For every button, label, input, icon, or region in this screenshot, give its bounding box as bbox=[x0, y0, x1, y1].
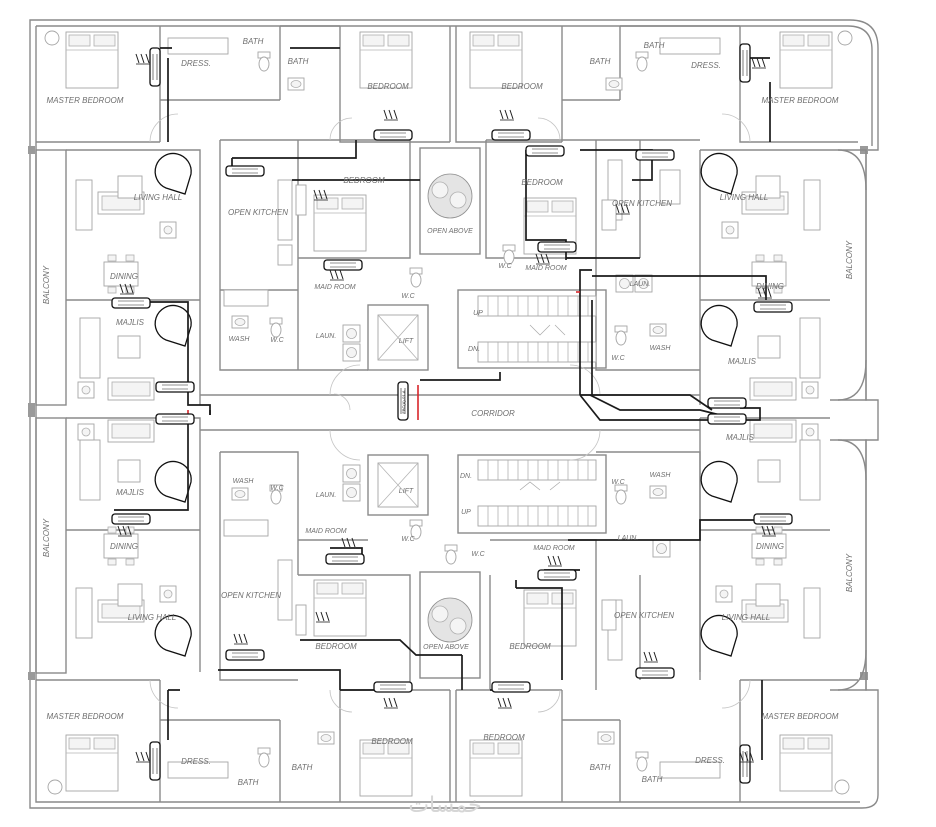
label-bedroom-4: BEDROOM bbox=[521, 178, 563, 187]
label-maid-room-br: MAID ROOM bbox=[533, 545, 574, 552]
label-maid-room-tr: MAID ROOM bbox=[525, 265, 566, 272]
laundry-machines bbox=[342, 274, 671, 558]
label-living-hall-tl: LIVING HALL bbox=[134, 193, 182, 202]
label-wash-1: WASH bbox=[229, 336, 251, 343]
label-open-kitchen-bl: OPEN KITCHEN bbox=[221, 591, 281, 600]
label-laun-1: LAUN. bbox=[316, 333, 337, 340]
label-corridor: CORRIDOR bbox=[471, 409, 515, 418]
label-balcony-tl: BALCONY bbox=[42, 265, 51, 304]
label-dn-1: DN. bbox=[468, 346, 480, 353]
label-bath-6: BATH bbox=[238, 778, 259, 787]
label-open-above-1: OPEN ABOVE bbox=[427, 228, 473, 235]
distribution-panels bbox=[111, 43, 793, 784]
kitchen-counters bbox=[223, 159, 681, 661]
label-lift-1: LIFT bbox=[399, 338, 414, 345]
label-wash-3: WASH bbox=[233, 478, 255, 485]
label-dress-tr: DRESS. bbox=[691, 61, 721, 70]
label-balcony-tr: BALCONY bbox=[845, 240, 854, 279]
cable-routes bbox=[114, 47, 771, 760]
label-maid-room-tl: MAID ROOM bbox=[314, 284, 355, 291]
label-open-above-2: OPEN ABOVE bbox=[423, 644, 469, 651]
label-dining-br: DINING bbox=[756, 542, 784, 551]
label-bedroom-8: BEDROOM bbox=[483, 733, 525, 742]
label-dining-tr: DINING bbox=[756, 282, 784, 291]
label-bedroom-3: BEDROOM bbox=[343, 176, 385, 185]
staircase-lower bbox=[477, 459, 597, 527]
label-open-kitchen-br: OPEN KITCHEN bbox=[614, 611, 674, 620]
label-living-hall-tr: LIVING HALL bbox=[720, 193, 768, 202]
label-dining-bl: DINING bbox=[110, 542, 138, 551]
label-dress-bl: DRESS. bbox=[181, 757, 211, 766]
label-maid-room-bl: MAID ROOM bbox=[305, 528, 346, 535]
staircase-upper bbox=[477, 295, 597, 363]
label-open-kitchen-tr: OPEN KITCHEN bbox=[612, 199, 672, 208]
label-majlis-br: MAJLIS bbox=[726, 433, 755, 442]
label-wash-2: WASH bbox=[650, 345, 672, 352]
label-wc-4: W.C bbox=[611, 355, 625, 362]
label-bath-3: BATH bbox=[590, 57, 611, 66]
label-wc-8: W.C bbox=[611, 479, 625, 486]
exterior-walls bbox=[28, 19, 879, 809]
label-laun-2: LAUN. bbox=[630, 281, 651, 288]
label-bath-5: BATH bbox=[292, 763, 313, 772]
column-markers bbox=[44, 30, 853, 795]
label-wc-3: W.C bbox=[498, 263, 512, 270]
label-bedroom-7: BEDROOM bbox=[371, 737, 413, 746]
label-bedroom-1: BEDROOM bbox=[367, 82, 409, 91]
label-up-2: UP bbox=[461, 509, 471, 516]
balcony-strips bbox=[35, 149, 867, 691]
label-master-bedroom-bl: MASTER BEDROOM bbox=[47, 712, 124, 721]
label-wc-6: W.C bbox=[401, 536, 415, 543]
label-bath-2: BATH bbox=[288, 57, 309, 66]
label-laun-4: LAUN. bbox=[618, 535, 639, 542]
label-living-hall-br: LIVING HALL bbox=[722, 613, 770, 622]
bath-fixtures bbox=[167, 37, 721, 779]
label-living-hall-bl: LIVING HALL bbox=[128, 613, 176, 622]
room-labels: MASTER BEDROOM MASTER BEDROOM MASTER BED… bbox=[42, 37, 854, 787]
label-wc-1: W.C bbox=[270, 337, 284, 344]
tree-icon bbox=[427, 173, 473, 643]
label-majlis-tl: MAJLIS bbox=[116, 318, 145, 327]
label-balcony-bl: BALCONY bbox=[42, 518, 51, 557]
label-bath-7: BATH bbox=[590, 763, 611, 772]
label-bath-8: BATH bbox=[642, 775, 663, 784]
label-wash-4: WASH bbox=[650, 472, 672, 479]
label-majlis-bl: MAJLIS bbox=[116, 488, 145, 497]
living-furniture bbox=[75, 175, 821, 639]
label-bath-4: BATH bbox=[644, 41, 665, 50]
label-wc-5: W.C bbox=[270, 485, 284, 492]
label-bedroom-5: BEDROOM bbox=[315, 642, 357, 651]
watermark: خمسات bbox=[408, 793, 481, 818]
lift-shafts bbox=[377, 314, 419, 508]
label-dress-br: DRESS. bbox=[695, 756, 725, 765]
label-dress-tl: DRESS. bbox=[181, 59, 211, 68]
label-majlis-tr: MAJLIS bbox=[728, 357, 757, 366]
label-bath-1: BATH bbox=[243, 37, 264, 46]
label-bedroom-6: BEDROOM bbox=[509, 642, 551, 651]
label-open-kitchen-tl: OPEN KITCHEN bbox=[228, 208, 288, 217]
label-dining-tl: DINING bbox=[110, 272, 138, 281]
label-laun-3: LAUN. bbox=[316, 492, 337, 499]
label-wc-7: W.C bbox=[471, 551, 485, 558]
label-master-bedroom-tr: MASTER BEDROOM bbox=[762, 96, 839, 105]
label-lift-2: LIFT bbox=[399, 488, 414, 495]
label-bedroom-2: BEDROOM bbox=[501, 82, 543, 91]
label-dn-2: DN. bbox=[460, 473, 472, 480]
label-wc-2: W.C bbox=[401, 293, 415, 300]
label-up-1: UP bbox=[473, 310, 483, 317]
panel-tag: FBC(A)-01-A bbox=[401, 390, 406, 413]
label-master-bedroom-tl: MASTER BEDROOM bbox=[47, 96, 124, 105]
label-master-bedroom-br: MASTER BEDROOM bbox=[762, 712, 839, 721]
label-balcony-br: BALCONY bbox=[845, 553, 854, 592]
